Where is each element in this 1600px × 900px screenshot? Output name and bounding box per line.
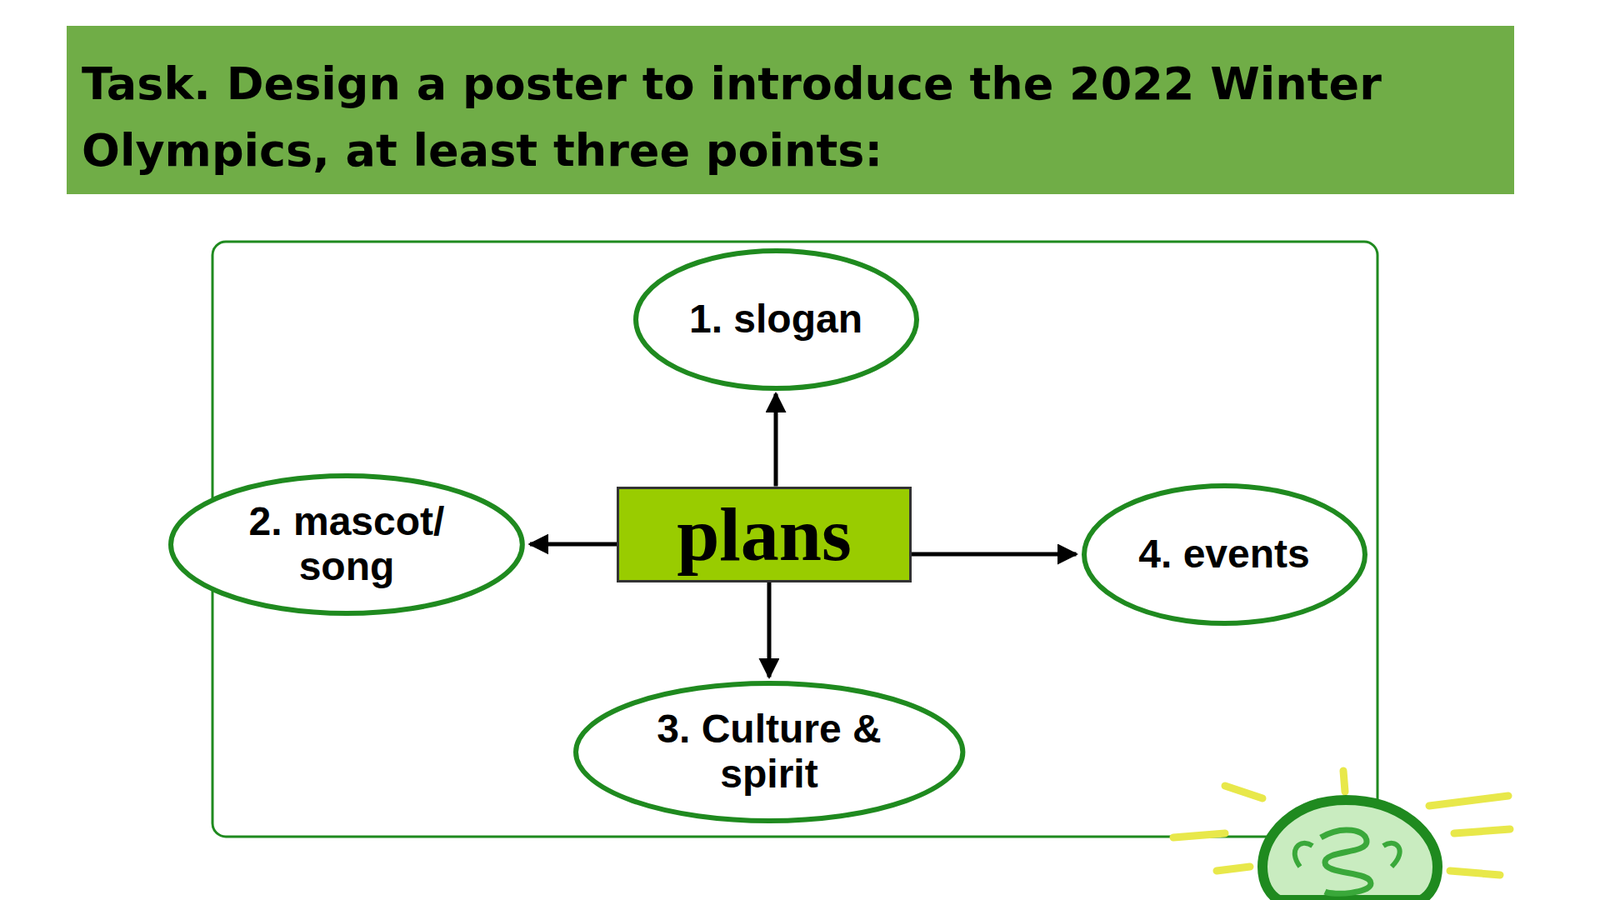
topic-ellipse: 4. events — [1081, 483, 1368, 626]
arrow-connector — [911, 552, 1077, 557]
topic-ellipse: 1. slogan — [633, 248, 920, 391]
topic-ellipse: 2. mascot/ song — [168, 473, 525, 616]
node-label: plans — [676, 495, 852, 573]
arrow-connector — [766, 582, 771, 678]
node-label: 2. mascot/ song — [225, 499, 468, 590]
node-label: 3. Culture & spirit — [635, 706, 903, 797]
node-label: 4. events — [1138, 531, 1310, 577]
center-box: plans — [616, 486, 912, 583]
topic-ellipse: 3. Culture & spirit — [573, 680, 965, 824]
arrow-connector — [774, 394, 779, 487]
title-band: Task. Design a poster to introduce the 2… — [66, 25, 1515, 195]
title-text: Task. Design a poster to introduce the 2… — [81, 50, 1496, 185]
arrow-connector — [530, 542, 617, 547]
frame-border — [212, 241, 1378, 837]
lightbulb-illustration — [1173, 770, 1510, 900]
node-label: 1. slogan — [689, 296, 863, 342]
